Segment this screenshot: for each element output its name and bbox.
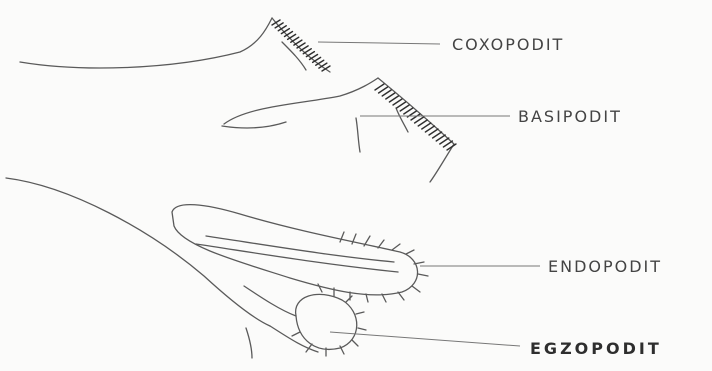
bristle-stroke [400,105,409,111]
bristle-stroke [418,120,427,126]
coxopodit-label: COXOPODIT [452,35,564,54]
bristle-stroke [411,114,420,120]
bristle-stroke [300,46,308,51]
egzopodit-label: EGZOPODIT [530,339,662,358]
seta-stroke [346,296,352,302]
bristle-stroke [415,117,424,123]
bristle-stroke [272,20,280,25]
bristle-stroke [379,87,388,93]
bristle-stroke [297,43,305,48]
seta-stroke [418,274,428,276]
bristle-stroke [436,135,445,141]
seta-stroke [352,340,358,346]
basipodit-segment [222,78,456,182]
bristle-stroke [386,93,395,99]
seta-stroke [340,232,344,242]
seta-stroke [318,284,322,292]
coxopodit-segment [20,18,330,72]
egzopodit-lobe [244,284,366,356]
basipodit-bristles [375,84,456,150]
bristle-stroke [303,49,311,54]
egzopodit-leader [330,332,520,346]
bristle-stroke [429,129,438,135]
bristle-stroke [306,52,314,57]
seta-stroke [406,250,414,254]
seta-stroke [378,240,384,248]
coxopodit-leader [318,42,440,44]
bristle-stroke [389,96,398,102]
bristle-stroke [425,126,434,132]
seta-stroke [292,332,300,336]
bristle-stroke [294,40,302,45]
endopodit-label: ENDOPODIT [548,257,662,276]
seta-stroke [356,312,364,314]
bristle-stroke [393,99,402,105]
bristle-stroke [404,108,413,114]
bristle-stroke [375,84,384,90]
bristle-stroke [397,102,406,108]
body-outline [6,178,318,358]
seta-stroke [392,244,400,250]
endopodit-lobe [172,205,428,302]
bristle-stroke [422,123,431,129]
seta-stroke [398,292,404,300]
bristle-stroke [382,90,391,96]
seta-stroke [412,286,420,292]
bristle-stroke [433,132,442,138]
bristle-stroke [440,138,449,144]
seta-stroke [358,328,366,330]
bristle-stroke [443,141,452,147]
basipodit-label: BASIPODIT [518,107,622,126]
